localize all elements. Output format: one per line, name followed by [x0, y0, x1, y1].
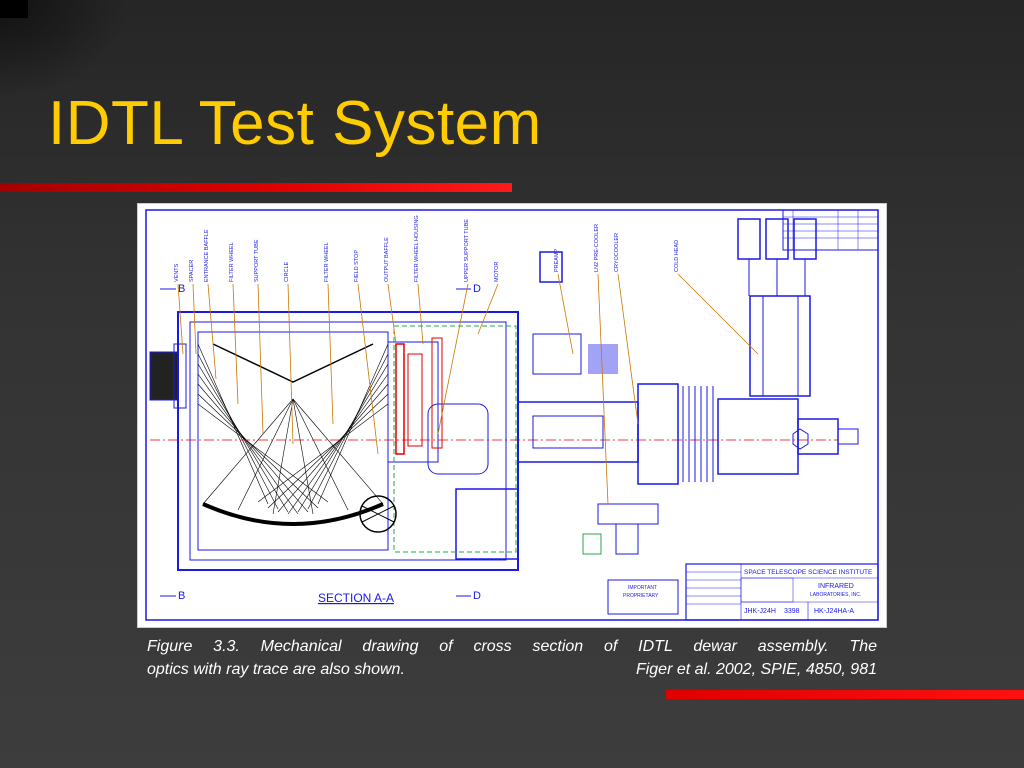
cryocooler-body — [517, 401, 639, 463]
caption-description: optics with ray trace are also shown. — [147, 661, 405, 678]
drawing-border — [145, 209, 879, 621]
bellows — [682, 386, 714, 482]
connector-middle — [765, 218, 789, 260]
callout-label: ENTRANCE BAFFLE — [204, 229, 210, 282]
callout-label: VENTS — [174, 263, 180, 282]
caption-line-1: Figure 3.3. Mechanical drawing of cross … — [147, 638, 877, 655]
filter-wheel-housing — [387, 341, 439, 463]
connector-right — [793, 218, 817, 260]
ray-trace — [197, 343, 389, 515]
filter-wheel-red — [395, 343, 405, 455]
cold-head — [637, 383, 679, 485]
title-block-drawing-number: HK-J24HA-A — [814, 608, 854, 615]
pump-base — [597, 503, 659, 525]
title-block-part-code: JHK-J24H — [744, 608, 776, 615]
callout-label: SUPPORT TUBE — [254, 239, 260, 282]
title-block-institute: SPACE TELESCOPE SCIENCE INSTITUTE — [744, 569, 873, 576]
marker-b-top: B — [178, 283, 185, 295]
callout-label: UPPER SUPPORT TUBE — [464, 219, 470, 282]
callout-label: FILTER WHEEL HOUSING — [414, 215, 420, 282]
callout-label: PREAMP — [554, 248, 560, 272]
svg-text:IMPORTANT: IMPORTANT — [628, 585, 657, 591]
callout-labels: VENTS SPACER ENTRANCE BAFFLE FILTER WHEE… — [174, 215, 680, 282]
compressor-head — [717, 398, 799, 475]
callout-label: OUTPUT BAFFLE — [384, 237, 390, 282]
caption-citation: Figer et al. 2002, SPIE, 4850, 981 — [635, 661, 877, 678]
callout-label: FILTER WHEEL — [324, 242, 330, 282]
caption-line-2: optics with ray trace are also shown. Fi… — [147, 658, 877, 681]
svg-text:LABORATORIES, INC.: LABORATORIES, INC. — [810, 592, 861, 598]
title-block-company: INFRARED — [818, 583, 854, 590]
entrance-window — [149, 351, 179, 401]
slide-title: IDTL Test System — [48, 89, 542, 158]
callout-label: COLD HEAD — [674, 240, 680, 272]
cold-shield-outline — [393, 325, 517, 553]
preamp-box — [532, 333, 582, 375]
callout-label: FILTER WHEEL — [229, 242, 235, 282]
callout-label: CIRCLE — [284, 261, 290, 282]
proprietary-note: IMPORTANT PROPRIETARY — [607, 579, 679, 615]
revision-block — [782, 209, 879, 251]
dewar-cross-section-drawing: B D B D — [145, 209, 879, 621]
marker-d-top: D — [473, 283, 481, 295]
callout-leaders — [177, 273, 759, 505]
dewar-outer-wall — [177, 311, 519, 571]
mechanical-drawing-figure: B D B D — [137, 203, 887, 628]
callout-label: MOTOR — [494, 262, 500, 282]
secondary-mirror-fold — [212, 343, 374, 383]
footer-accent-rule — [666, 690, 1024, 699]
title-block-sheet: 3398 — [784, 608, 800, 615]
callout-label: LN2 PRE-COOLER — [594, 224, 600, 272]
fold-mirror-mount — [359, 495, 397, 533]
callout-label: SPACER — [189, 260, 195, 282]
callout-label: FIELD STOP — [354, 250, 360, 282]
marker-d-bottom: D — [473, 590, 481, 602]
support-frame — [749, 295, 811, 397]
lower-tank — [455, 488, 519, 560]
ln2-pre-cooler — [539, 251, 563, 283]
marker-b-bottom: B — [178, 590, 185, 602]
primary-mirror — [202, 502, 384, 526]
dewar-inner-wall — [189, 321, 507, 561]
detector-mount — [427, 403, 489, 475]
corner-mark — [0, 0, 28, 18]
svg-text:PROPRIETARY: PROPRIETARY — [623, 593, 659, 599]
connector-left — [737, 218, 761, 260]
title-block: SPACE TELESCOPE SCIENCE INSTITUTE INFRAR… — [685, 563, 879, 621]
callout-label: CRYOCOOLER — [614, 233, 620, 272]
section-label: SECTION A-A — [318, 591, 394, 605]
title-underline-rule — [0, 183, 512, 192]
figure-caption: Figure 3.3. Mechanical drawing of cross … — [147, 635, 877, 681]
